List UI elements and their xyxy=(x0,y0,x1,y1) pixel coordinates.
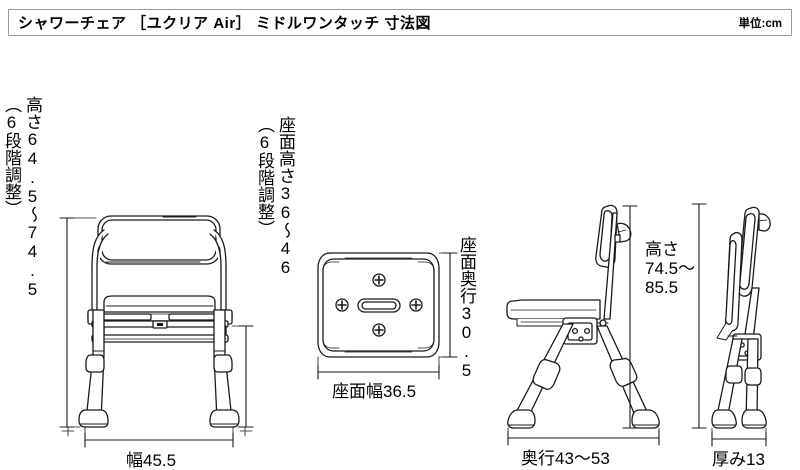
top-view-seat xyxy=(317,252,440,358)
side-height-line2: 74.5〜 xyxy=(645,259,696,279)
side-height-line3: 85.5 xyxy=(645,278,679,298)
side-view-dimensions xyxy=(507,205,660,446)
front-view-chair xyxy=(78,215,240,428)
folded-thickness-label: 厚み13 xyxy=(712,450,765,469)
side-height-line1: 高さ xyxy=(645,240,679,259)
unit-label: 単位:cm xyxy=(738,17,782,30)
page-title: シャワーチェア ［ユクリア Air］ ミドルワンタッチ 寸法図 xyxy=(18,15,432,32)
dimension-drawing: （6段階調整） 高さ64.5〜74.5 （6段階調整） 座面高さ36〜46 幅4… xyxy=(0,38,800,469)
side-view-chair xyxy=(506,204,660,429)
folded-view-dimensions xyxy=(691,203,767,447)
top-seat-depth-label: 座面奥行30.5 xyxy=(457,236,476,380)
front-height-adjust-note: （6段階調整） xyxy=(2,96,21,217)
side-height-label: 高さ 74.5〜 85.5 xyxy=(645,240,695,297)
bolt-marks xyxy=(335,273,423,337)
top-seat-width-label: 座面幅36.5 xyxy=(332,382,417,401)
top-view-dimensions xyxy=(317,252,458,380)
front-height-label: 高さ64.5〜74.5 xyxy=(23,96,42,299)
front-view-dimensions xyxy=(59,217,254,448)
drawing-svg xyxy=(59,203,771,448)
side-depth-label: 奥行43〜53 xyxy=(521,449,610,468)
folded-view-chair xyxy=(711,206,771,429)
front-seat-height-adjust-note: （6段階調整） xyxy=(255,116,274,237)
title-bar: シャワーチェア ［ユクリア Air］ ミドルワンタッチ 寸法図 単位:cm xyxy=(8,9,792,36)
front-seat-height-label: 座面高さ36〜46 xyxy=(276,116,295,277)
